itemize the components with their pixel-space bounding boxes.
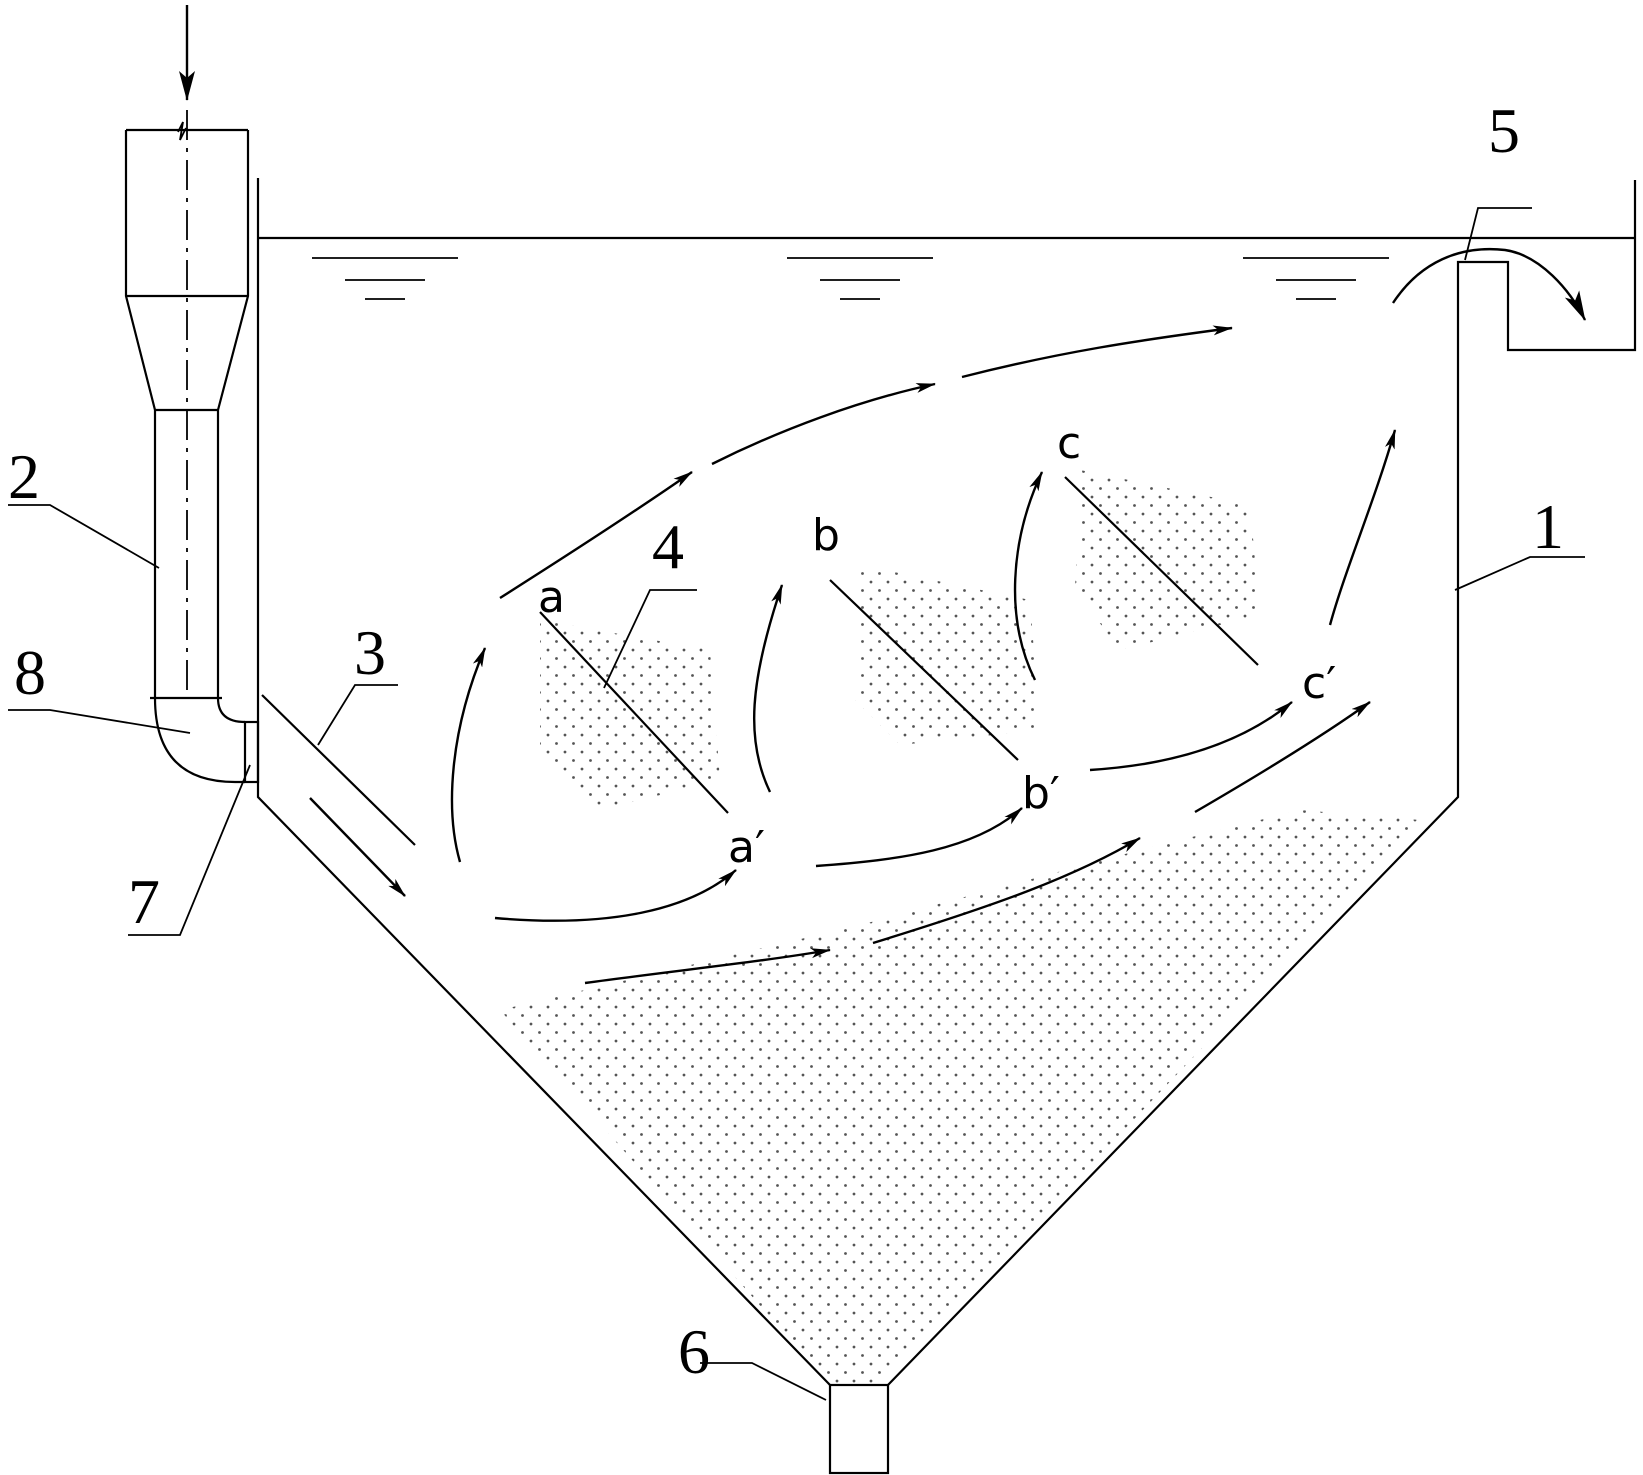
outlet-weir bbox=[1456, 180, 1637, 352]
label-outlet-weir: 5 bbox=[1488, 95, 1520, 166]
point-a-top: a bbox=[538, 572, 565, 623]
leader-6 bbox=[700, 1362, 827, 1401]
leader-4 bbox=[603, 589, 697, 689]
inlet-baffle bbox=[261, 694, 416, 846]
leader-7 bbox=[128, 764, 251, 936]
leader-3 bbox=[317, 684, 398, 746]
sludge-hopper-stipple bbox=[500, 810, 1420, 1385]
tank-right-wall bbox=[887, 290, 1460, 1386]
plate-a-stipple bbox=[540, 620, 720, 810]
inclined-plate-a bbox=[539, 611, 729, 814]
leader-1 bbox=[1454, 556, 1585, 591]
plate-point-labels: a a′ b b′ c c′ bbox=[538, 418, 1336, 873]
label-feed-pipe: 2 bbox=[8, 441, 40, 512]
tank-left-wall bbox=[256, 178, 831, 1386]
inclined-plate-c bbox=[1064, 476, 1259, 666]
leader-5 bbox=[1464, 207, 1532, 261]
feed-pipe bbox=[124, 110, 250, 700]
label-inlet-baffle: 3 bbox=[354, 617, 386, 688]
point-c-bottom: c′ bbox=[1302, 658, 1336, 709]
point-b-bottom: b′ bbox=[1022, 768, 1060, 819]
inclined-plate-b bbox=[829, 579, 1019, 761]
flow-streamlines bbox=[450, 248, 1587, 985]
water-level-marks bbox=[312, 257, 1389, 300]
label-inclined-plate: 4 bbox=[652, 511, 684, 582]
inlet-flow-arrow bbox=[309, 797, 406, 897]
plate-b-stipple bbox=[855, 565, 1040, 745]
label-inlet-port: 7 bbox=[128, 866, 160, 937]
point-b-top: b bbox=[812, 510, 840, 561]
point-a-bottom: a′ bbox=[728, 822, 765, 873]
label-tank: 1 bbox=[1532, 491, 1564, 562]
inlet-port bbox=[243, 720, 260, 784]
plate-c-stipple bbox=[1075, 470, 1260, 650]
tank-body bbox=[256, 178, 1635, 1386]
leader-lines bbox=[8, 207, 1585, 1401]
sludge-outlet bbox=[828, 1383, 890, 1475]
leader-8 bbox=[8, 709, 191, 734]
component-labels: 1 2 3 4 5 6 7 8 bbox=[8, 95, 1564, 1387]
sludge-stipple bbox=[500, 470, 1420, 1385]
pipe-elbow bbox=[153, 697, 246, 784]
label-elbow: 8 bbox=[14, 637, 46, 708]
leader-2 bbox=[8, 504, 160, 569]
point-c-top: c bbox=[1057, 418, 1081, 469]
label-sludge-outlet: 6 bbox=[678, 1316, 710, 1387]
